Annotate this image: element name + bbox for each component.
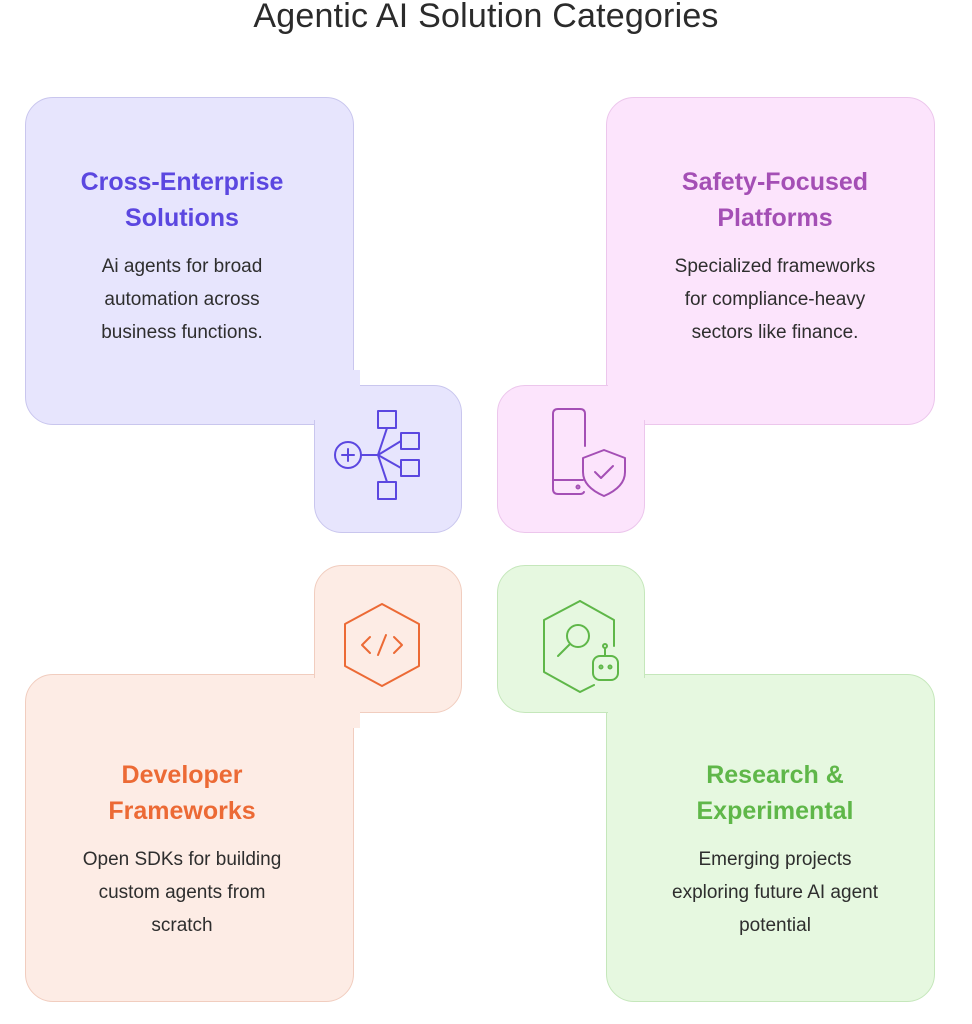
card-connector <box>608 370 666 420</box>
category-title-line: Experimental <box>696 797 854 825</box>
category-description: Specialized frameworks for compliance-he… <box>625 250 925 349</box>
category-title: Research & Experimental <box>625 757 925 829</box>
category-title-line: Frameworks <box>108 797 256 825</box>
category-description: Ai agents for broad automation across bu… <box>32 250 332 349</box>
description-line: Open SDKs for building <box>82 849 282 870</box>
network-hub-icon <box>334 410 420 500</box>
category-title-line: Research & <box>706 761 844 789</box>
category-description: Emerging projects exploring future AI ag… <box>625 843 925 942</box>
card-connector <box>300 370 360 420</box>
category-title-line: Developer <box>121 761 243 789</box>
description-line: scratch <box>151 915 213 936</box>
category-card-developer-frameworks <box>25 674 354 1002</box>
card-connector <box>300 678 360 728</box>
category-text-research-experimental: Research & Experimental Emerging project… <box>625 757 925 942</box>
category-title: Safety-Focused Platforms <box>625 164 925 236</box>
code-hexagon-icon <box>344 603 420 687</box>
description-line: potential <box>739 915 811 936</box>
category-title: Cross-Enterprise Solutions <box>32 164 332 236</box>
description-line: business functions. <box>101 322 263 343</box>
description-line: automation across <box>104 289 260 310</box>
category-text-developer-frameworks: Developer Frameworks Open SDKs for build… <box>32 757 332 942</box>
category-card-research-experimental <box>606 674 935 1002</box>
category-title-line: Cross-Enterprise <box>80 168 284 196</box>
category-title-line: Safety-Focused <box>681 168 869 196</box>
category-description: Open SDKs for building custom agents fro… <box>32 843 332 942</box>
description-line: exploring future AI agent <box>672 882 878 903</box>
category-title-line: Platforms <box>717 204 833 232</box>
description-line: Specialized frameworks <box>674 256 876 277</box>
page-title: Agentic AI Solution Categories <box>253 0 719 35</box>
description-line: Emerging projects <box>698 849 852 870</box>
category-text-cross-enterprise: Cross-Enterprise Solutions Ai agents for… <box>32 164 332 349</box>
phone-shield-icon <box>552 408 626 497</box>
description-line: Ai agents for broad <box>101 256 263 277</box>
description-line: sectors like finance. <box>691 322 859 343</box>
description-line: custom agents from <box>98 882 266 903</box>
research-robot-icon <box>543 600 619 693</box>
card-connector <box>608 678 666 728</box>
description-line: for compliance-heavy <box>684 289 866 310</box>
category-text-safety-focused: Safety-Focused Platforms Specialized fra… <box>625 164 925 349</box>
category-title: Developer Frameworks <box>32 757 332 829</box>
category-card-cross-enterprise <box>25 97 354 425</box>
category-title-line: Solutions <box>125 204 239 232</box>
